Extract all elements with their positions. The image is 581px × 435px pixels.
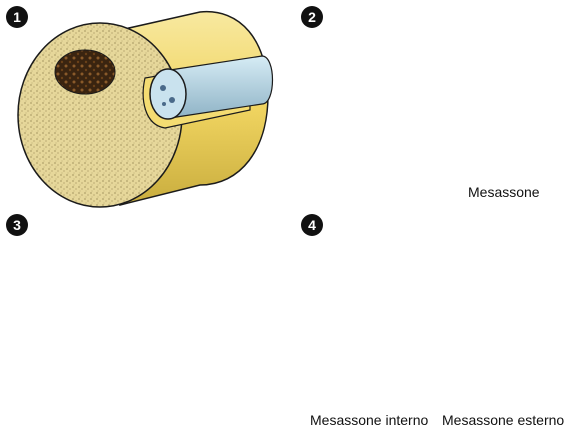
mesaxon-label: Mesassone [468, 184, 540, 200]
panel-number-2: 2 [301, 6, 323, 28]
axon-tube [169, 55, 273, 119]
panel-number-1: 1 [6, 6, 28, 28]
panel-number-3: 3 [6, 214, 28, 236]
panel-number-4: 4 [301, 214, 323, 236]
outer-mesaxon-label: Mesassone esterno [442, 412, 565, 428]
nucleus [54, 49, 116, 95]
axon-cross-section [149, 68, 187, 120]
inner-mesaxon-label: Mesassone interno [310, 412, 429, 428]
panel-1 [17, 10, 273, 208]
